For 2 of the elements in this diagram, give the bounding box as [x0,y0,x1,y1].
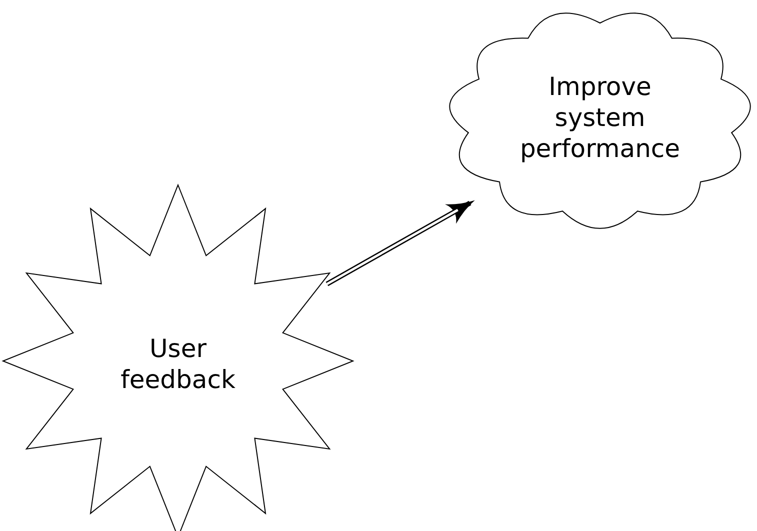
node-label: User feedback [120,333,236,395]
node-label: Improve system performance [518,71,682,164]
